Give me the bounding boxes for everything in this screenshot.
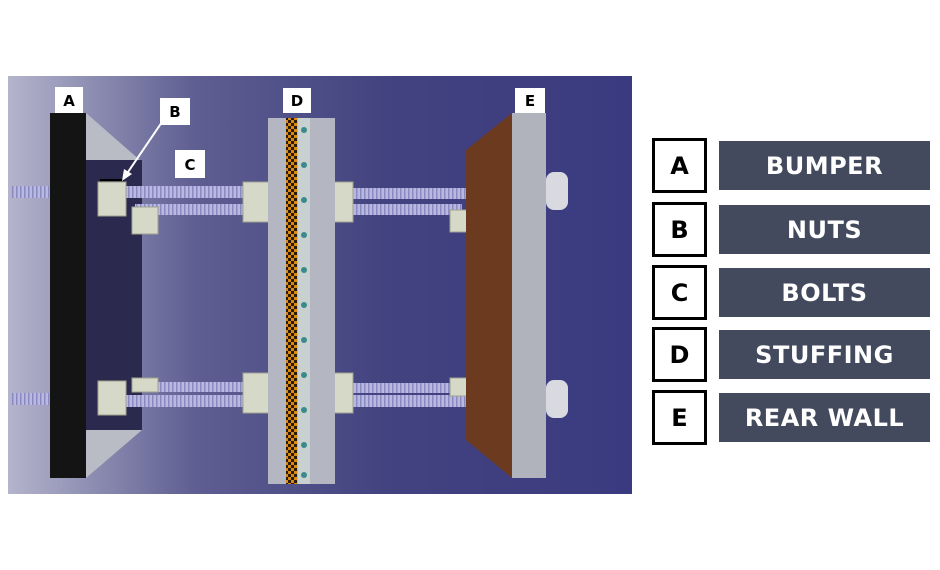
svg-text:D: D: [291, 92, 303, 110]
legend-letter: A: [652, 138, 707, 193]
legend-letter: C: [652, 265, 707, 320]
arrow-head-icon: [122, 169, 132, 181]
legend-row-bolts: C BOLTS: [652, 265, 932, 320]
callout-B: B: [160, 98, 190, 125]
legend-row-rear-wall: E REAR WALL: [652, 390, 932, 445]
rear-stud-top: [546, 172, 568, 210]
svg-text:C: C: [184, 156, 195, 174]
legend-row-stuffing: D STUFFING: [652, 327, 932, 382]
callout-C: C: [175, 150, 205, 178]
stuffing-fasteners: [301, 127, 307, 478]
rear-wall-E: [466, 113, 512, 478]
svg-text:B: B: [169, 103, 180, 121]
legend-name: REAR WALL: [719, 393, 930, 442]
legend-letter: D: [652, 327, 707, 382]
stuffing-layer: [286, 118, 297, 484]
callout-arrow: [125, 121, 163, 176]
legend-name: STUFFING: [719, 330, 930, 379]
legend-name: BOLTS: [719, 268, 930, 317]
legend-letter: B: [652, 202, 707, 257]
legend-name: BUMPER: [719, 141, 930, 190]
legend-row-bumper: A BUMPER: [652, 138, 932, 193]
bolts-C: [12, 186, 472, 407]
svg-text:E: E: [525, 92, 535, 110]
bumper-A: [50, 113, 86, 478]
rear-stud-bottom: [546, 380, 568, 418]
callout-D: D: [283, 88, 311, 113]
legend-letter: E: [652, 390, 707, 445]
rear-wall-plate: [512, 113, 546, 478]
legend-name: NUTS: [719, 205, 930, 254]
callout-A: A: [55, 87, 83, 113]
svg-text:A: A: [63, 92, 75, 110]
legend-row-nuts: B NUTS: [652, 202, 932, 257]
callout-E: E: [515, 88, 545, 113]
